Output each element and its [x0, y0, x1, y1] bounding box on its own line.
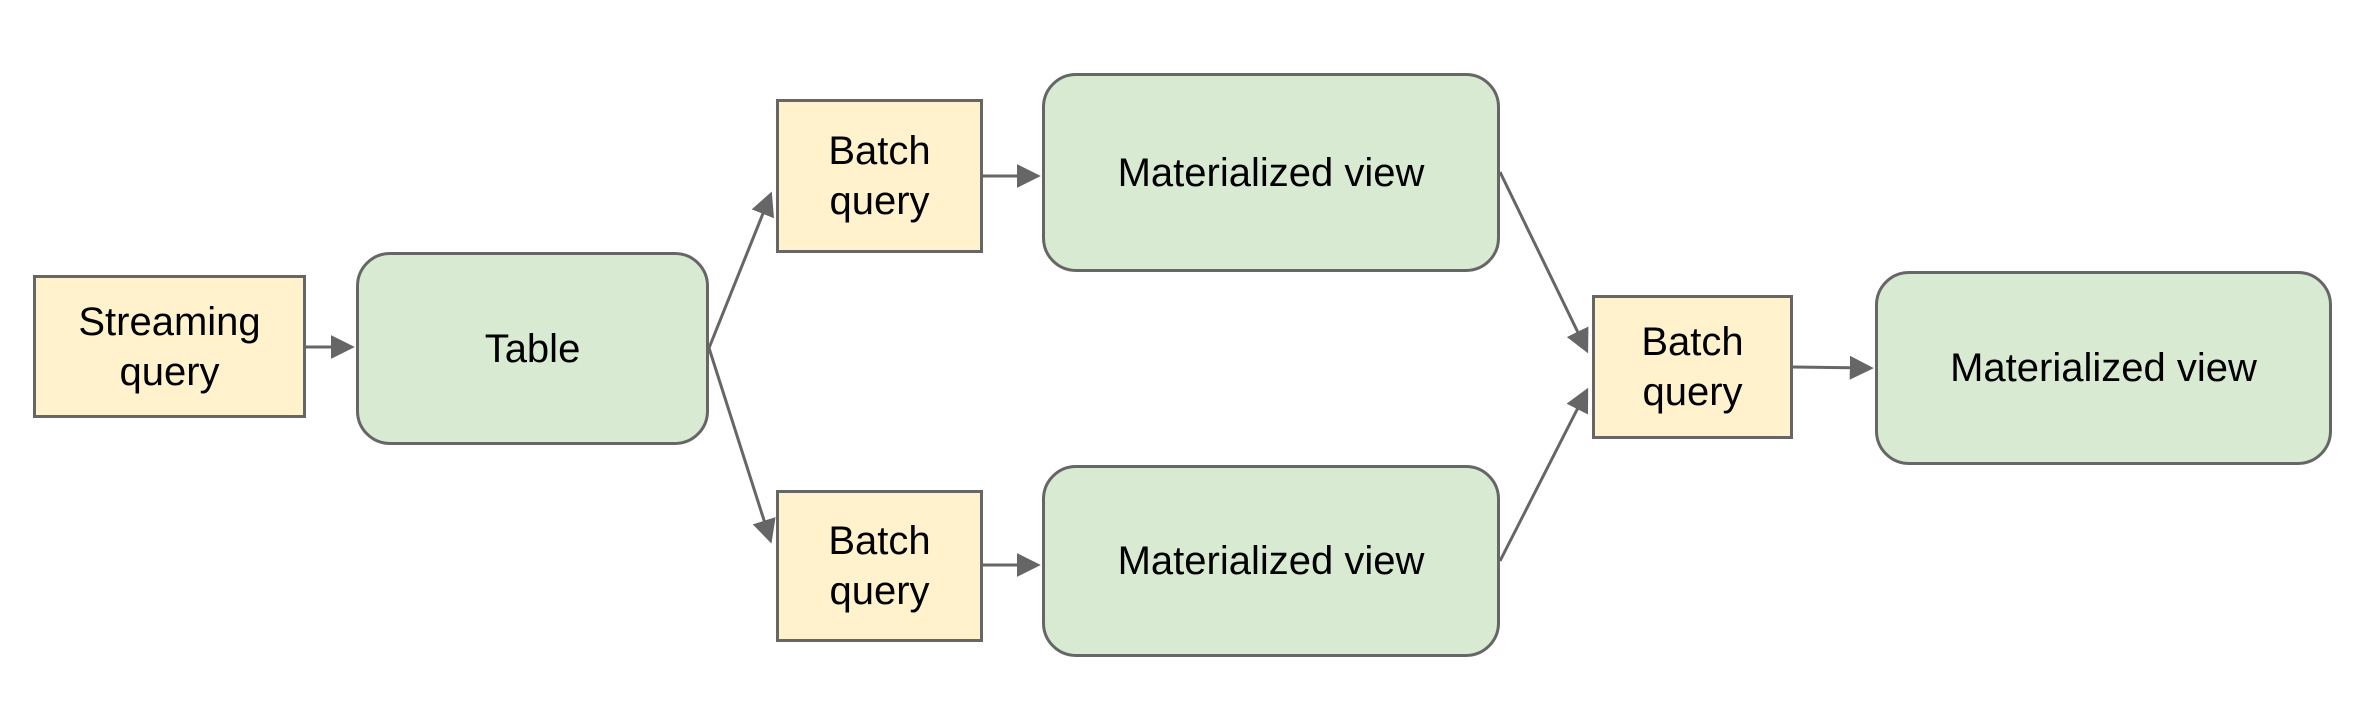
connector-batch-final-to-mv-final [1792, 355, 1874, 380]
node-batch-query-bottom: Batch query [776, 490, 983, 642]
node-batch-query-bottom-label: Batch query [828, 519, 931, 613]
node-materialized-view-top-label: Materialized view [1117, 150, 1425, 195]
node-batch-query-final: Batch query [1592, 295, 1793, 439]
node-materialized-view-final-label: Materialized view [1950, 346, 2257, 390]
node-streaming-query: Streaming query [33, 275, 306, 418]
node-materialized-view-top: Materialized view [1042, 73, 1500, 272]
node-table-label: Table [484, 326, 581, 371]
node-batch-query-top: Batch query [776, 99, 983, 253]
connector-table-to-batch-bottom [707, 347, 776, 544]
node-materialized-view-bottom-label: Materialized view [1117, 539, 1425, 583]
connector-mv-top-to-batch-final [1498, 171, 1589, 354]
node-batch-query-top-label: Batch query [828, 129, 931, 223]
node-materialized-view-final: Materialized view [1875, 271, 2332, 465]
node-table: Table [356, 252, 709, 445]
connector-mv-bottom-to-batch-final [1498, 387, 1589, 562]
node-streaming-query-label: Streaming query [78, 299, 261, 394]
connector-table-to-batch-top [707, 191, 774, 349]
node-materialized-view-bottom: Materialized view [1042, 465, 1500, 657]
node-batch-query-final-label: Batch query [1641, 320, 1744, 414]
